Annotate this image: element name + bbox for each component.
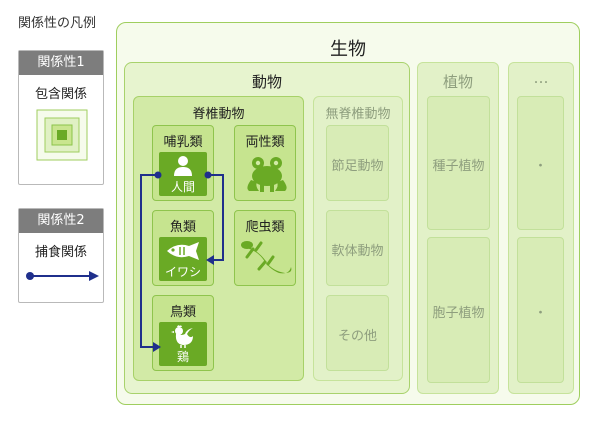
other-title: … (533, 69, 549, 87)
vertebrates-title: 脊椎動物 (192, 107, 245, 122)
mammals-title: 哺乳類 (163, 135, 203, 150)
nested-squares-icon (36, 109, 88, 161)
human-tile: 人間 (159, 152, 207, 196)
chicken-label: 鶏 (176, 350, 189, 364)
sardine-label: イワシ (164, 265, 201, 279)
person-icon (174, 156, 192, 176)
plants-title: 植物 (442, 73, 473, 91)
other-box-2: ・ (517, 237, 564, 383)
fish-box: 魚類 イワシ (152, 210, 214, 286)
root-title: 生物 (330, 39, 366, 60)
invertebrates-title: 無脊椎動物 (325, 107, 391, 122)
molluscs-box: 軟体動物 (326, 210, 389, 286)
legend-title: 関係性の凡例 (18, 16, 97, 31)
legend-card-inclusion: 関係性1 包含関係 (18, 50, 104, 185)
arthropods-label: 節足動物 (331, 159, 384, 174)
fish-icon (167, 242, 199, 260)
seed-plants-box: 種子植物 (427, 96, 490, 230)
lizard-icon (241, 241, 292, 274)
seed-plants-label: 種子植物 (432, 159, 485, 174)
legend-header-2: 関係性2 (19, 209, 103, 233)
other-box-1: ・ (517, 96, 564, 230)
others-box: その他 (326, 295, 389, 371)
amphibians-title: 両性類 (245, 135, 285, 150)
arthropods-box: 節足動物 (326, 125, 389, 201)
animals-title: 動物 (251, 73, 282, 91)
mammals-box: 哺乳類 人間 (152, 125, 214, 201)
reptiles-box: 爬虫類 (234, 210, 296, 286)
predation-arrow-icon (26, 271, 99, 281)
legend-label-predation: 捕食関係 (34, 245, 87, 260)
human-label: 人間 (170, 180, 195, 194)
others-label: その他 (337, 329, 377, 344)
other-item-1: ・ (533, 159, 547, 174)
legend-header-1: 関係性1 (19, 51, 103, 75)
chicken-tile: 鶏 (159, 322, 207, 366)
frog-icon (247, 157, 287, 192)
legend-label-inclusion: 包含関係 (34, 87, 87, 102)
sardine-tile: イワシ (159, 237, 207, 281)
fish-title: 魚類 (169, 220, 196, 235)
spore-plants-box: 胞子植物 (427, 237, 490, 383)
birds-title: 鳥類 (169, 305, 196, 320)
birds-box: 鳥類 鶏 (152, 295, 214, 371)
spore-plants-label: 胞子植物 (432, 306, 485, 321)
chicken-icon (171, 325, 193, 348)
reptiles-title: 爬虫類 (245, 220, 285, 235)
legend-card-predation: 関係性2 捕食関係 (18, 208, 104, 303)
other-item-2: ・ (533, 306, 547, 321)
molluscs-label: 軟体動物 (331, 244, 384, 259)
amphibians-box: 両性類 (234, 125, 296, 201)
